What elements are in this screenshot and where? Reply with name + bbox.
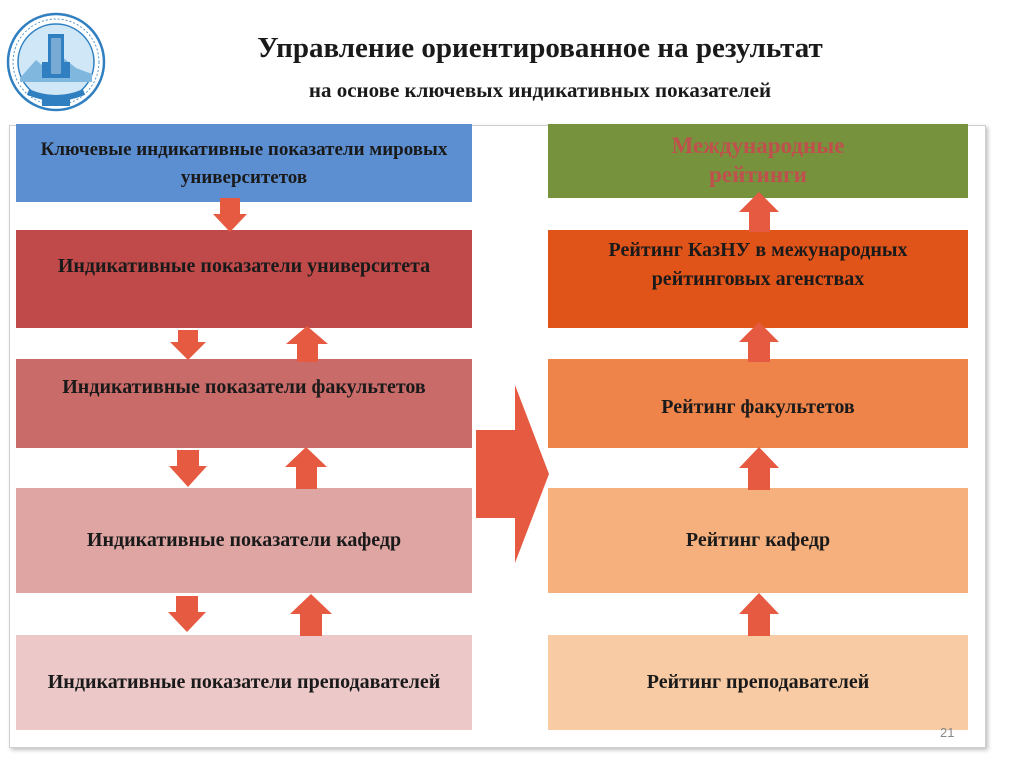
box-label: Международные рейтинги	[671, 133, 845, 187]
down-arrow-icon	[170, 330, 206, 360]
up-arrow-icon	[285, 447, 327, 489]
box-teacher-indicators: Индикативные показатели преподавателей	[16, 635, 472, 730]
box-department-rating: Рейтинг кафедр	[548, 488, 968, 593]
up-arrow-icon	[286, 326, 328, 362]
box-faculty-rating: Рейтинг факультетов	[548, 359, 968, 448]
university-logo	[6, 12, 106, 112]
down-arrow-icon	[213, 198, 247, 232]
box-label: Индикативные показатели кафедр	[86, 529, 402, 551]
down-arrow-icon	[168, 596, 206, 632]
box-label: Рейтинг факультетов	[661, 396, 855, 418]
right-arrow-icon	[476, 385, 549, 563]
page-title: Управление ориентированное на результат	[257, 32, 823, 64]
box-label: Индикативные показатели преподавателей	[47, 671, 441, 693]
box-label: Рейтинг кафедр	[685, 529, 831, 551]
box-label: Ключевые индикативные показатели мировых…	[40, 139, 448, 188]
box-kaznu-rating: Рейтинг КазНУ в межународных рейтинговых…	[548, 230, 968, 328]
box-department-indicators: Индикативные показатели кафедр	[16, 488, 472, 593]
up-arrow-icon	[290, 594, 332, 636]
up-arrow-icon	[739, 593, 779, 636]
box-world-university-indicators: Ключевые индикативные показатели мировых…	[16, 124, 472, 202]
box-label: Индикативные показатели университета	[57, 255, 431, 277]
up-arrow-icon	[739, 447, 779, 490]
box-university-indicators: Индикативные показатели университета	[16, 230, 472, 328]
box-label: Рейтинг преподавателей	[646, 671, 870, 693]
up-arrow-icon	[739, 322, 779, 362]
page-number: 21	[940, 725, 955, 740]
box-international-ratings: Международные рейтинги	[548, 124, 968, 198]
box-teacher-rating: Рейтинг преподавателей	[548, 635, 968, 730]
box-faculty-indicators: Индикативные показатели факультетов	[16, 359, 472, 448]
box-label: Индикативные показатели факультетов	[62, 376, 426, 398]
up-arrow-icon	[739, 192, 779, 232]
down-arrow-icon	[169, 450, 207, 487]
page-subtitle: на основе ключевых индикативных показате…	[308, 78, 772, 102]
box-label: Рейтинг КазНУ в межународных рейтинговых…	[608, 239, 908, 290]
